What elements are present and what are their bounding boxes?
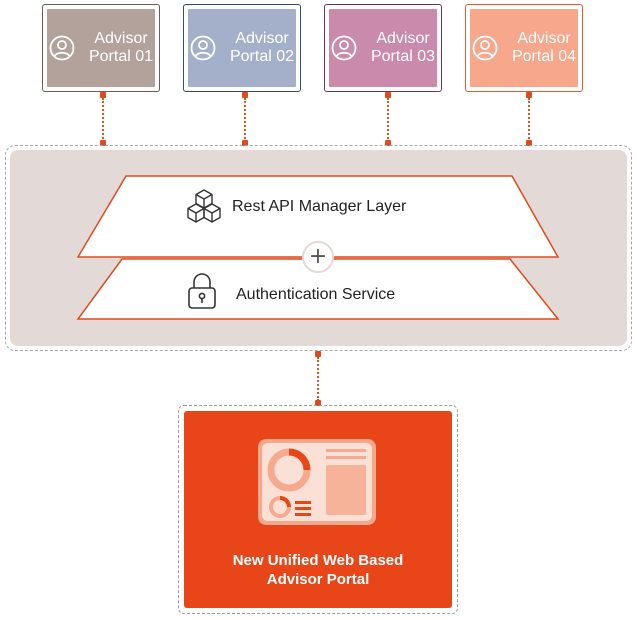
user-circle-icon — [472, 35, 498, 61]
connector-dot — [385, 140, 391, 146]
connector-line — [528, 98, 530, 142]
portal-label: Advisor Portal 01 — [88, 30, 154, 65]
portal-label: Advisor Portal 03 — [370, 30, 436, 65]
connector-dot — [100, 92, 106, 98]
user-circle-icon — [331, 35, 357, 61]
unified-portal-frame: New Unified Web Based Advisor Portal — [178, 405, 458, 614]
portal-card-body: Advisor Portal 02 — [188, 9, 296, 87]
unified-portal-title: New Unified Web Based Advisor Portal — [232, 552, 404, 588]
api-layer-label: Rest API Manager Layer — [232, 198, 407, 215]
unified-portal-box: New Unified Web Based Advisor Portal — [184, 411, 452, 608]
connector-line — [102, 98, 104, 142]
user-circle-icon — [49, 35, 75, 61]
padlock-icon — [188, 273, 216, 309]
portal-card-body: Advisor Portal 04 — [470, 9, 578, 87]
cubes-icon — [187, 189, 221, 223]
portal-card-01: Advisor Portal 01 — [42, 4, 160, 92]
portal-card-04: Advisor Portal 04 — [465, 4, 583, 92]
portal-label: Advisor Portal 02 — [229, 30, 295, 65]
connector-dot — [526, 92, 532, 98]
auth-layer-shape — [76, 258, 560, 320]
plus-icon: + — [302, 241, 334, 273]
connector-dot — [242, 140, 248, 146]
auth-layer-label: Authentication Service — [236, 286, 396, 303]
connector-dot — [385, 92, 391, 98]
connector-line — [244, 98, 246, 142]
portal-card-body: Advisor Portal 03 — [329, 9, 437, 87]
connector-dot — [526, 140, 532, 146]
dashboard-icon — [258, 439, 376, 525]
portal-label: Advisor Portal 04 — [511, 30, 577, 65]
portal-card-02: Advisor Portal 02 — [183, 4, 301, 92]
connector-dot — [100, 140, 106, 146]
connector-line — [317, 357, 319, 401]
portal-card-03: Advisor Portal 03 — [324, 4, 442, 92]
connector-line — [387, 98, 389, 142]
connector-dot — [242, 92, 248, 98]
connector-dot — [315, 400, 321, 406]
portal-card-body: Advisor Portal 01 — [47, 9, 155, 87]
user-circle-icon — [190, 35, 216, 61]
connector-dot — [315, 351, 321, 357]
